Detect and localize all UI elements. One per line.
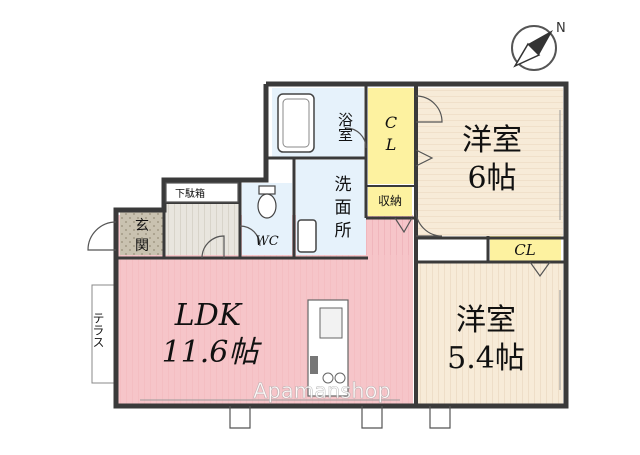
hall-floor [165, 202, 240, 255]
shoe-box-cabinet [165, 182, 239, 203]
toilet-icon [257, 185, 277, 219]
bathtub-icon [277, 93, 315, 153]
compass-needle-icon [528, 30, 553, 55]
closet-right-label: CL [514, 241, 535, 259]
storage-label: 収納 [378, 194, 402, 208]
ldk-label: LDK [174, 298, 243, 333]
washbasin-icon [297, 219, 317, 253]
closet-top-floor [368, 88, 414, 184]
closet-top-label-c: C [385, 113, 397, 132]
terrace-area [91, 284, 117, 384]
compass-needle-tail-icon [513, 42, 541, 68]
entrance-label-2: 関 [135, 238, 149, 254]
kitchen-counter-icon [307, 299, 349, 397]
compass: N [511, 21, 566, 71]
western-room-5-4-size: 5.4帖 [447, 341, 525, 376]
compass-north-label: N [556, 21, 566, 36]
terrace-label: テラス [91, 312, 105, 348]
doors [87, 95, 551, 429]
watermark-text: Apamanshop [253, 379, 391, 403]
storage-floor [368, 186, 412, 216]
shoe-box-label: 下駄箱 [175, 187, 205, 200]
entrance-label-1: 玄 [135, 217, 149, 234]
windows [140, 110, 561, 401]
washroom-label-1: 洗 [335, 175, 352, 195]
western-room-5-4-label: 洋室 [456, 303, 516, 338]
closet-top-label-l: L [385, 135, 397, 154]
closet-right-floor [490, 236, 561, 262]
ldk-size: 11.6帖 [162, 335, 263, 370]
walls [113, 81, 569, 409]
washroom-label-3: 所 [335, 221, 352, 241]
western-room-6-size: 6帖 [467, 161, 516, 196]
bath-label: 浴室 [336, 112, 354, 142]
washroom-label-2: 面 [335, 198, 352, 218]
western-room-6-label: 洋室 [462, 123, 522, 158]
entrance-floor [120, 212, 164, 255]
toilet-label: WC [255, 234, 278, 249]
